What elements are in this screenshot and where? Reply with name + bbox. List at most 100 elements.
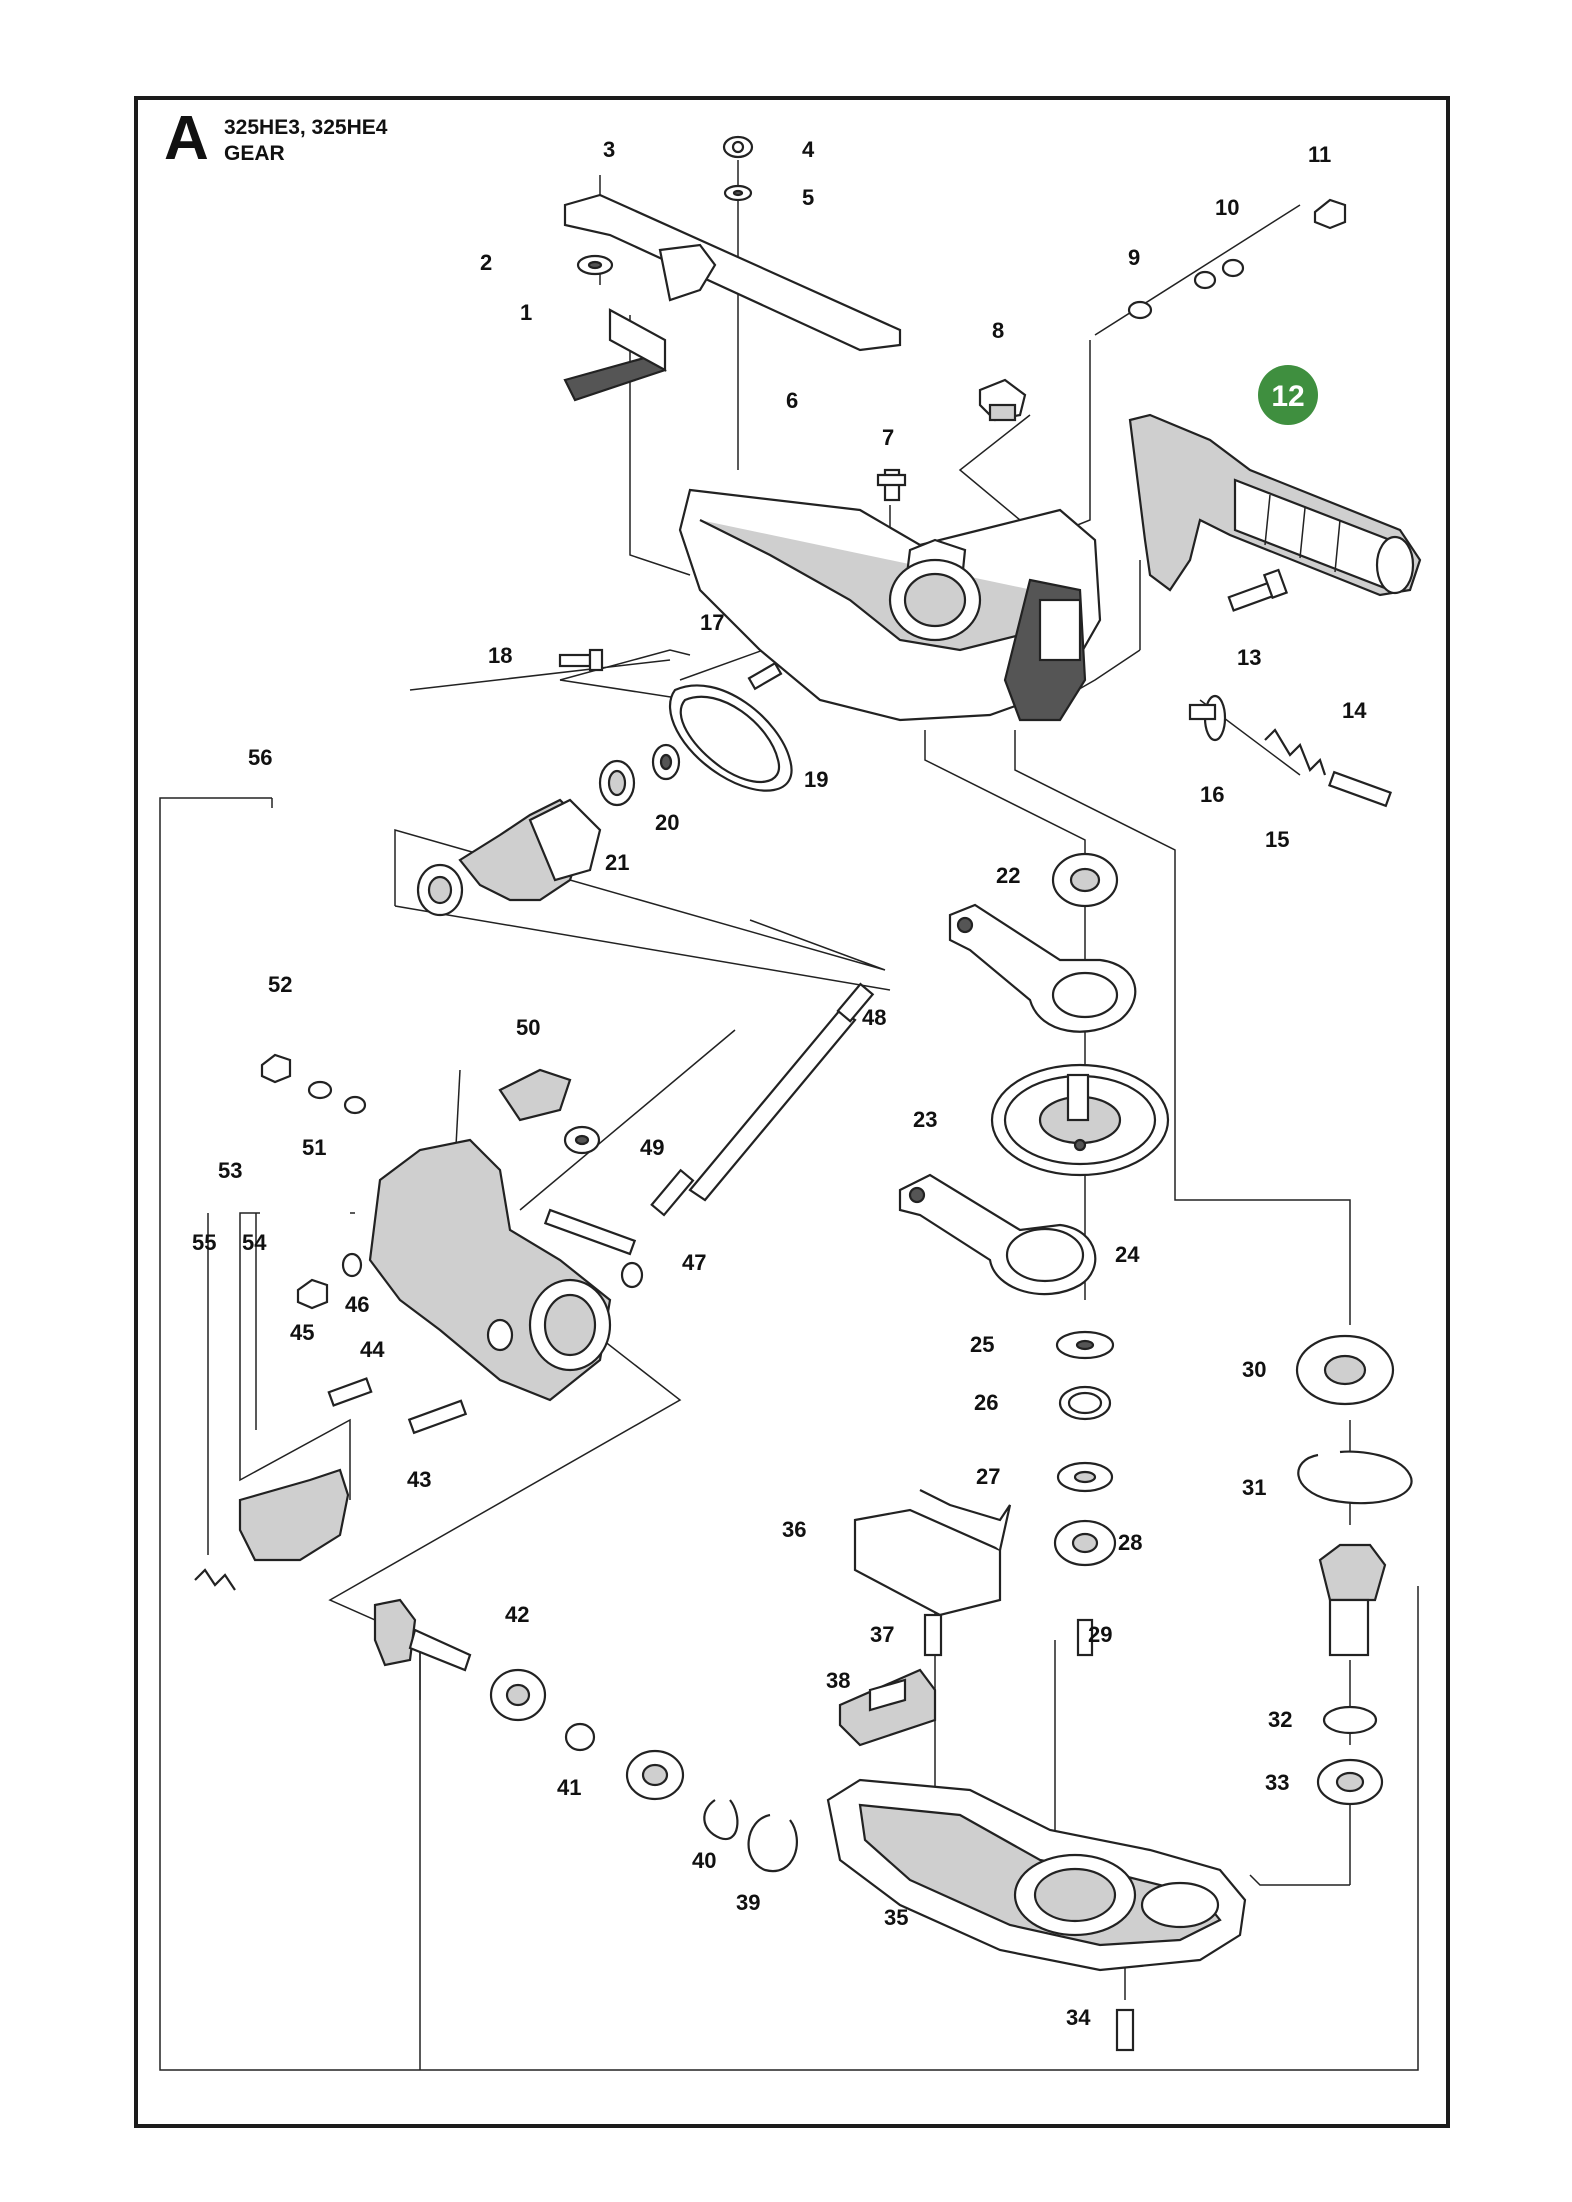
callout-28: 28 xyxy=(1118,1530,1142,1555)
callout-34: 34 xyxy=(1066,2005,1091,2030)
handle-12 xyxy=(1128,413,1422,597)
gear-case-35 xyxy=(826,1778,1247,1972)
callout-39: 39 xyxy=(736,1890,760,1915)
connecting-rod-upper xyxy=(948,903,1137,1033)
spring-15 xyxy=(1264,728,1327,776)
callout-13: 13 xyxy=(1237,645,1261,670)
callout-31: 31 xyxy=(1242,1475,1266,1500)
washer-51 xyxy=(307,1080,367,1115)
screw-43 xyxy=(407,1399,468,1435)
callout-44: 44 xyxy=(360,1337,385,1362)
callout-18: 18 xyxy=(488,643,512,668)
callout-32: 32 xyxy=(1268,1707,1292,1732)
callout-15: 15 xyxy=(1265,827,1289,852)
section-letter: A xyxy=(164,104,209,173)
screw-17 xyxy=(747,661,783,691)
callout-45: 45 xyxy=(290,1320,314,1345)
circlip-32 xyxy=(1322,1705,1378,1735)
cover-54 xyxy=(238,1468,350,1562)
bearing-22 xyxy=(1051,852,1119,908)
callout-22: 22 xyxy=(996,863,1020,888)
callout-42: 42 xyxy=(505,1602,529,1627)
bearing-30 xyxy=(1295,1334,1395,1406)
washer-27 xyxy=(1056,1461,1114,1493)
callout-24: 24 xyxy=(1115,1242,1140,1267)
callout-3: 3 xyxy=(603,137,615,162)
pinion-gear xyxy=(1318,1543,1387,1657)
callout-46: 46 xyxy=(345,1292,369,1317)
callout-7: 7 xyxy=(882,425,894,450)
gear-23 xyxy=(990,1063,1170,1177)
callout-51: 51 xyxy=(302,1135,326,1160)
washer-5 xyxy=(723,184,753,202)
callout-26: 26 xyxy=(974,1390,998,1415)
callout-4: 4 xyxy=(802,137,815,162)
pin-14 xyxy=(1328,770,1392,808)
screw-13 xyxy=(1227,568,1289,612)
pin-16 xyxy=(1188,694,1227,742)
callout-27: 27 xyxy=(976,1464,1000,1489)
callout-54: 54 xyxy=(242,1230,267,1255)
callout-49: 49 xyxy=(640,1135,664,1160)
nut-52 xyxy=(260,1053,292,1084)
nut-4 xyxy=(722,135,754,159)
washer-46 xyxy=(341,1252,363,1278)
callout-52: 52 xyxy=(268,972,292,997)
callout-11: 11 xyxy=(1308,142,1331,167)
cover-handle-50 xyxy=(498,1068,572,1122)
callout-12: 12 xyxy=(1271,380,1304,413)
connecting-rod-24 xyxy=(898,1173,1097,1296)
diagram-frame xyxy=(134,96,1450,2128)
callout-14: 14 xyxy=(1342,698,1367,723)
ring-26 xyxy=(1058,1385,1112,1421)
screw-47 xyxy=(543,1208,644,1289)
bearing-large xyxy=(625,1749,685,1801)
callout-56: 56 xyxy=(248,745,272,770)
callout-5: 5 xyxy=(802,185,814,210)
bearing-21 xyxy=(598,759,636,807)
circlip-31 xyxy=(1297,1450,1413,1505)
plug-8 xyxy=(978,378,1027,422)
pin-29 xyxy=(1076,1618,1094,1657)
callout-6: 6 xyxy=(786,388,798,413)
screw-7 xyxy=(876,468,907,502)
drive-shaft-pinion xyxy=(373,1598,472,1672)
block-38 xyxy=(838,1668,937,1747)
screw-34 xyxy=(1115,2008,1135,2052)
callout-numbers: 1 2 3 4 5 6 7 8 9 10 11 13 14 15 16 17 1… xyxy=(192,137,1367,2030)
callout-23: 23 xyxy=(913,1107,937,1132)
bevel-gear-shaft-56 xyxy=(416,798,602,917)
screw-18 xyxy=(558,648,604,672)
nut-11 xyxy=(1313,198,1347,230)
callout-47: 47 xyxy=(682,1250,706,1275)
plate-3 xyxy=(563,193,902,352)
bracket-36 xyxy=(853,1489,1012,1617)
screw-37 xyxy=(923,1613,943,1657)
diagram-title: GEAR xyxy=(224,142,285,165)
callout-16: 16 xyxy=(1200,782,1224,807)
washers-9-10 xyxy=(1127,258,1245,320)
washer-25 xyxy=(1055,1330,1115,1360)
callout-37: 37 xyxy=(870,1622,894,1647)
callout-30: 30 xyxy=(1242,1357,1266,1382)
bearing-33 xyxy=(1316,1758,1384,1806)
callout-1: 1 xyxy=(520,300,532,325)
washer-49 xyxy=(563,1125,601,1155)
callout-43: 43 xyxy=(407,1467,431,1492)
gear-housing-main xyxy=(368,1138,612,1402)
highlight-callout-12[interactable]: 12 xyxy=(1258,365,1318,425)
gasket-19 xyxy=(669,684,793,792)
callout-48: 48 xyxy=(862,1005,886,1030)
bearing-42 xyxy=(489,1668,547,1722)
callout-25: 25 xyxy=(970,1332,994,1357)
spring-55 xyxy=(194,1568,236,1591)
callout-21: 21 xyxy=(605,850,629,875)
circlip-40 xyxy=(703,1799,739,1841)
gear-housing-cover-6 xyxy=(678,488,1102,722)
callout-53: 53 xyxy=(218,1158,242,1183)
bushing-41 xyxy=(564,1722,596,1752)
callout-41: 41 xyxy=(557,1775,581,1800)
screw-44 xyxy=(327,1377,373,1407)
callout-19: 19 xyxy=(804,767,828,792)
